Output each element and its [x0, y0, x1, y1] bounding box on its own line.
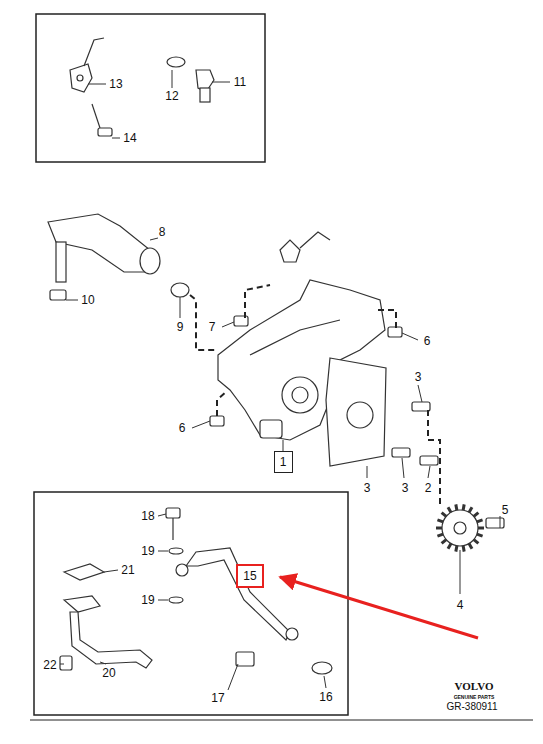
parts	[48, 38, 504, 674]
callout-number: 6	[424, 335, 431, 347]
callout-number: 19	[141, 594, 154, 606]
callout-number: 22	[43, 659, 56, 671]
callout-number: 21	[121, 564, 134, 576]
assembly-line	[190, 285, 440, 505]
callout-number: 3	[402, 482, 409, 494]
callout-number: 17	[211, 692, 224, 704]
callout-box: 1	[274, 451, 293, 473]
brand-mark: GENUINE PARTS	[454, 695, 495, 700]
callout-number: 3	[415, 371, 422, 383]
callout-number: 4	[457, 599, 464, 611]
callout-number: 18	[141, 510, 154, 522]
highlighted-callout: 15	[236, 564, 264, 588]
callout-number: 9	[177, 321, 184, 333]
brand-mark: VOLVO	[455, 681, 494, 692]
callout-number: 3	[364, 482, 371, 494]
callout-number: 20	[102, 667, 115, 679]
callout-number: 5	[502, 504, 509, 516]
callout-number: 12	[165, 90, 178, 102]
footer-rule	[30, 720, 533, 721]
brand-mark: GR-380911	[447, 702, 498, 712]
inset-frame	[36, 14, 265, 162]
callout-number: 15	[243, 570, 256, 582]
callout-number: 16	[319, 691, 332, 703]
callout-number: 14	[123, 132, 136, 144]
callout-number: 11	[234, 76, 246, 88]
inset-frame	[34, 492, 348, 715]
callout-number: 19	[141, 545, 154, 557]
callout-number: 1	[280, 456, 287, 468]
callout-number: 6	[179, 422, 186, 434]
callout-number: 7	[209, 321, 216, 333]
callout-number: 10	[81, 294, 94, 306]
callout-number: 2	[425, 482, 432, 494]
leader-line	[60, 70, 500, 690]
callout-number: 8	[159, 226, 166, 238]
pointer-arrow	[280, 577, 478, 638]
callout-number: 13	[109, 78, 122, 90]
